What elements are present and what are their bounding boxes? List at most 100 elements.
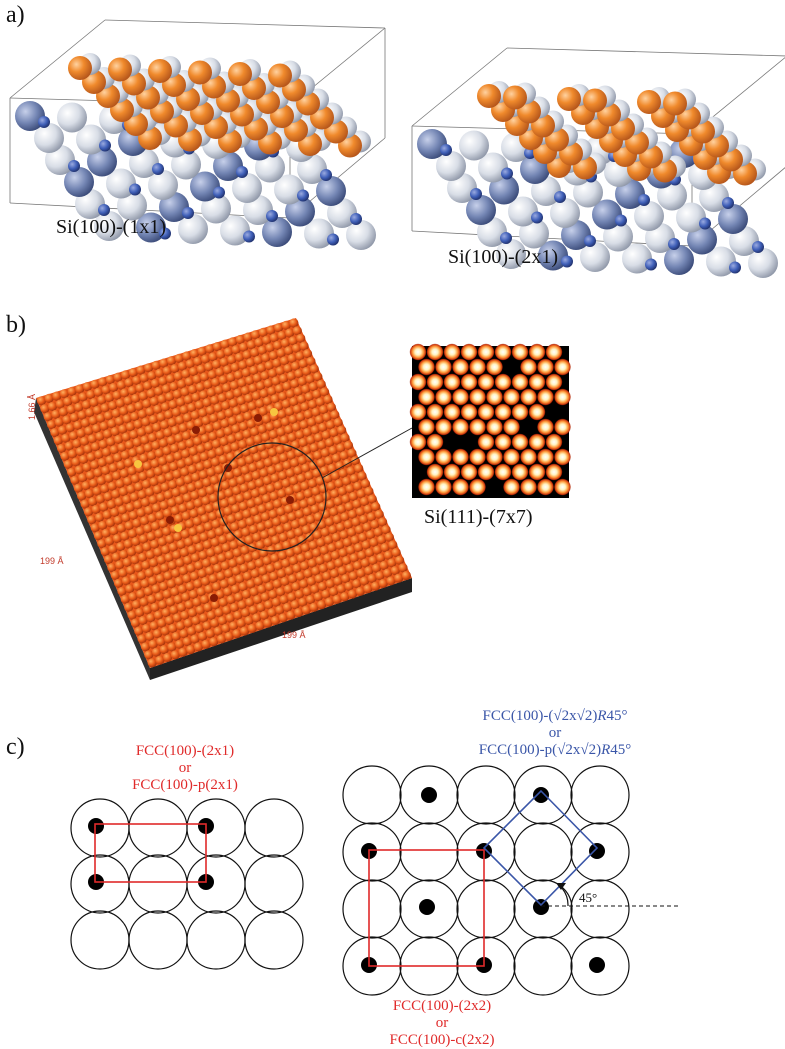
stm-bump [302,507,312,517]
stm-bump [171,425,181,435]
stm-bright-spot [134,460,142,468]
stm-bump [128,510,139,520]
stm-bump [222,444,233,454]
stm-bump [337,566,347,576]
stm-bump [173,451,183,461]
stm-bump [285,389,296,399]
panel-b-letter: b) [6,312,26,338]
stm-defect [192,426,200,434]
stm-bump [226,514,237,524]
bond-atom [350,213,362,225]
inset-adatom [477,433,495,451]
stm-bump [138,391,148,401]
stm-bump [298,597,308,607]
stm-bump [320,527,330,537]
substrate-atom [513,879,573,939]
stm-bump [276,348,286,358]
adatom [162,73,186,97]
stm-bump [122,494,132,505]
stm-bump [356,489,366,499]
stm-bump [248,543,258,553]
inset-adatom [426,403,444,421]
si-atom [307,88,329,111]
inset-adatom [477,403,495,421]
stm-bump [372,545,382,555]
stm-bump [167,642,177,652]
stm-bump [153,547,163,557]
stm-bump [139,453,149,463]
stm-bump [241,368,251,378]
stm-bump [239,563,249,574]
stm-bump [333,496,343,507]
stm-bump [257,363,267,373]
inset-adatom [554,418,571,436]
stm-bump [172,550,182,560]
stm-bump [185,438,195,449]
stm-bump [308,382,319,392]
stm-bump [204,441,214,451]
si-atom [199,57,221,80]
stm-bump [181,449,191,459]
stm-bump [243,332,253,342]
right-top-line1-pre: FCC(100)-(√2x√2) [482,708,598,724]
si-atom [183,107,213,137]
stm-bump [297,394,307,404]
stm-bump [330,410,340,420]
stm-bump [138,471,148,481]
stm-bump [164,634,174,644]
stm-bump [249,445,259,455]
stm-bump [239,421,249,431]
stm-bump [192,516,202,526]
stm-bump [288,414,298,424]
substrate-atom [128,798,188,858]
inset-adatom [452,388,469,406]
stm-bump [343,440,354,450]
stm-bump [291,422,302,432]
stm-bump [75,384,85,394]
stm-bump [85,470,95,480]
stm-bump [225,550,235,561]
inset-adatom [528,433,546,451]
inset-adatom [486,418,503,436]
stm-bump [120,450,130,460]
stm-bump [329,507,339,517]
stm-bump [128,529,138,539]
stm-bump [106,437,116,447]
stm-axis-height: 1.66 Å [27,393,37,420]
stm-bump [130,555,140,565]
stm-bump [187,545,197,555]
stm-bump [160,402,171,412]
stm-bump [354,525,365,535]
stm-bump [274,463,284,473]
adatom [491,98,515,122]
adatom [573,155,597,180]
stm-bump [302,427,313,437]
stm-bump [325,499,336,509]
stm-bump [191,616,201,626]
stm-bump [58,407,69,417]
stm-bump [205,629,215,639]
si-atom [508,196,538,227]
stm-bump [279,453,289,463]
stm-bump [346,466,356,476]
adatom [216,88,240,113]
stm-bump [238,519,248,529]
stm-bump [326,402,336,412]
stm-bump [299,420,309,430]
si-atom [514,82,536,105]
si-atom [542,110,564,133]
stm-bump [280,576,290,587]
inset-adatom [494,403,512,421]
inset-adatom [426,373,444,391]
si-atom [75,189,105,219]
stm-bump [228,416,238,426]
inset-adatom [503,418,520,436]
stm-bump [220,418,230,429]
adatom [122,71,146,96]
stm-bump [291,440,301,450]
stm-bump [220,339,230,349]
stm-bump [253,355,263,365]
inset-adatom [494,463,512,481]
bond-atom [638,194,650,206]
stm-bump [321,509,331,519]
